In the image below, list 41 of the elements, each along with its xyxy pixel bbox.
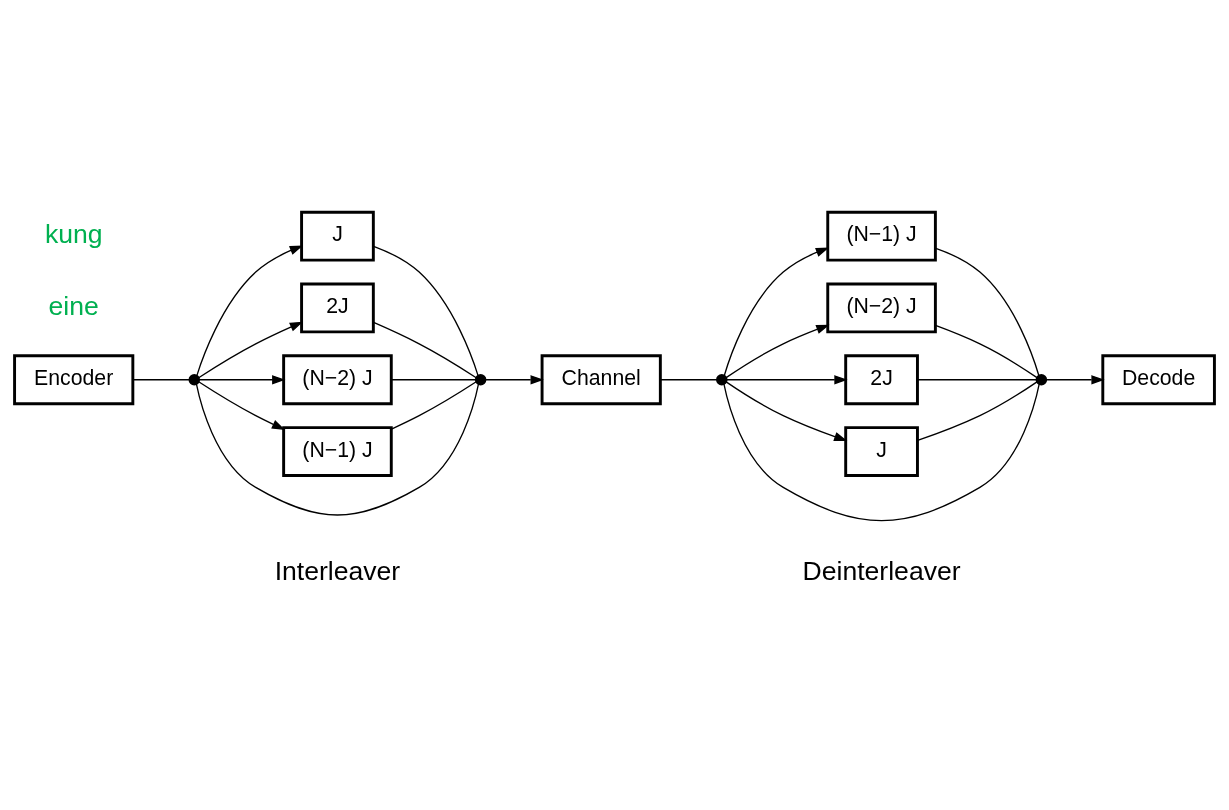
arrow <box>723 247 830 377</box>
node-box: Encoder <box>13 354 135 406</box>
node-box: (N−2) J <box>282 354 393 406</box>
connector <box>917 379 1038 381</box>
arrow <box>198 375 286 385</box>
connector <box>917 380 1039 442</box>
node-circle <box>188 374 201 386</box>
connector <box>132 379 191 381</box>
node-box: Decode <box>1101 354 1216 406</box>
arrow <box>725 375 848 385</box>
node-box: (N−1) J <box>282 426 393 477</box>
node-box: Channel <box>540 354 662 406</box>
connector <box>723 383 1040 522</box>
connector <box>390 379 477 381</box>
connector <box>934 324 1039 379</box>
connector <box>935 247 1040 377</box>
node-box: 2J <box>300 282 375 334</box>
connector <box>373 245 479 377</box>
arrow <box>197 380 286 430</box>
label: eine <box>48 290 99 321</box>
arrow <box>196 245 304 377</box>
node-circle <box>1035 374 1048 386</box>
node-box: (N−2) J <box>826 282 937 334</box>
connector <box>195 383 480 516</box>
arrow <box>484 375 544 385</box>
connector <box>659 379 719 381</box>
connector <box>390 380 478 430</box>
node-box: J <box>844 426 919 477</box>
label: Interleaver <box>274 556 401 587</box>
node-circle <box>716 374 728 386</box>
node-box: J <box>300 210 375 262</box>
label: Deinterleaver <box>802 556 961 587</box>
label: kung <box>44 218 103 249</box>
node-box: 2J <box>844 354 919 406</box>
node-box: (N−1) J <box>826 210 937 262</box>
node-circle <box>474 374 487 386</box>
arrow <box>725 380 848 442</box>
connector <box>372 321 478 379</box>
arrow <box>725 324 830 379</box>
arrow <box>197 321 304 379</box>
arrow <box>1045 375 1105 385</box>
